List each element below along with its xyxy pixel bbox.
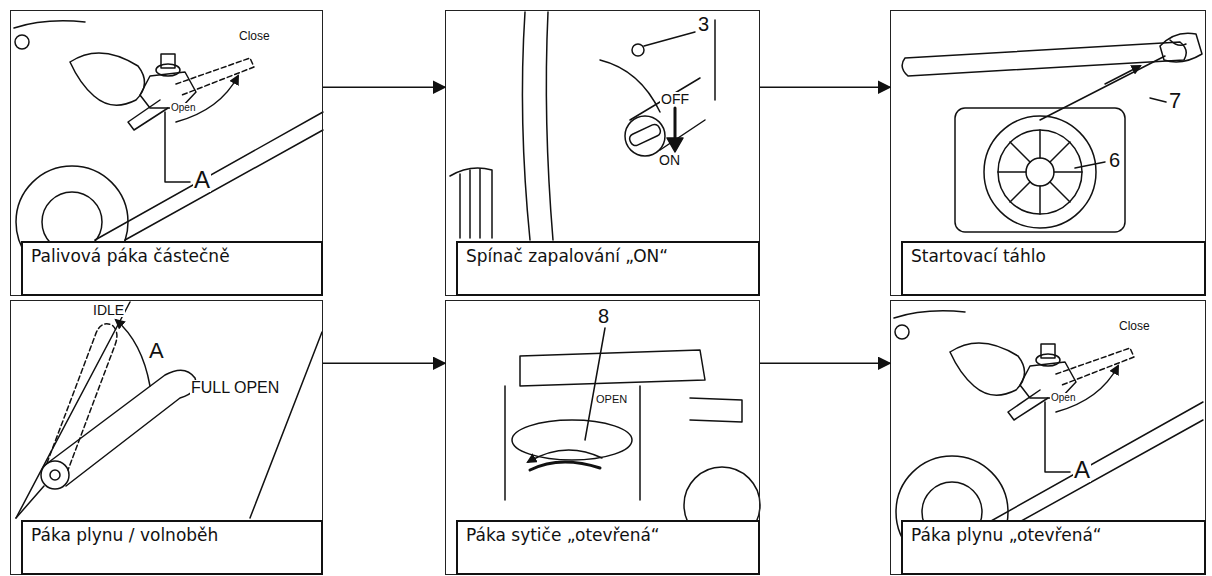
part-label: FULL OPEN [190, 380, 280, 396]
step-panel: Páka sytiče „otevřená“ [445, 300, 760, 575]
ignition-switch-drawing [714, 20, 716, 100]
step-caption: Spínač zapalování „ON“ [466, 246, 750, 267]
recoil-starter-drawing [1075, 162, 1105, 168]
throttle-lever-drawing [16, 302, 130, 518]
step-panel: Palivová páka částečně [10, 10, 323, 296]
recoil-starter-drawing [998, 130, 1082, 214]
step-panel: Páka plynu / volnoběh [10, 300, 323, 575]
caption-box: Palivová páka částečně [21, 241, 323, 296]
choke-lever-drawing [690, 398, 742, 422]
choke-lever-drawing [504, 386, 506, 500]
recoil-starter-drawing [955, 108, 1125, 232]
part-label: Open [170, 103, 196, 113]
recoil-starter-drawing [1039, 130, 1041, 158]
choke-lever-drawing [585, 328, 605, 440]
recoil-starter-drawing [902, 42, 1186, 76]
ignition-switch-drawing [469, 170, 471, 238]
ignition-switch-drawing [674, 108, 677, 140]
step-panel: Startovací táhlo [890, 10, 1206, 296]
throttle-lever-drawing [47, 324, 117, 470]
step-panel: Spínač zapalování „ON“ [445, 10, 760, 296]
recoil-starter-drawing [1054, 171, 1082, 173]
part-label: A [148, 340, 165, 362]
throttle-lever-drawing [16, 486, 44, 518]
caption-box: Startovací táhlo [901, 241, 1206, 296]
choke-lever-drawing [520, 350, 705, 386]
ignition-switch-drawing [479, 169, 481, 238]
caption-box: Spínač zapalování „ON“ [456, 241, 760, 296]
choke-lever-drawing [530, 462, 600, 470]
ignition-switch-drawing [522, 12, 530, 240]
ignition-switch-drawing [459, 174, 461, 238]
part-label: Close [1118, 320, 1151, 332]
step-caption: Páka plynu „otevřená“ [911, 525, 1196, 546]
caption-box: Páka plynu / volnoběh [21, 520, 323, 575]
step-arrow [760, 363, 890, 365]
throttle-lever-drawing [45, 370, 196, 486]
recoil-starter-drawing [1010, 182, 1030, 202]
caption-box: Páka sytiče „otevřená“ [456, 520, 760, 575]
part-label: IDLE [92, 303, 125, 317]
recoil-starter-drawing [1010, 142, 1030, 162]
part-label: OPEN [595, 394, 628, 405]
ignition-switch-drawing [450, 12, 715, 240]
step-caption: Páka plynu / volnoběh [31, 525, 313, 546]
choke-lever-drawing [505, 328, 760, 543]
recoil-starter-drawing [1050, 182, 1070, 202]
ignition-switch-drawing [660, 120, 705, 150]
step-caption: Páka sytiče „otevřená“ [466, 525, 750, 546]
part-label: Close [238, 30, 271, 42]
choke-lever-drawing [528, 450, 602, 462]
recoil-starter-drawing [902, 33, 1202, 232]
step-arrow [323, 86, 445, 88]
part-label: A [193, 168, 211, 192]
ignition-switch-drawing [644, 32, 695, 46]
recoil-starter-drawing [998, 171, 1026, 173]
part-label: ON [658, 153, 681, 167]
fuel-valve-drawing [14, 21, 323, 278]
recoil-starter-drawing [1170, 40, 1186, 45]
step-arrow [323, 363, 445, 365]
ignition-switch-drawing [667, 138, 683, 152]
recoil-starter-drawing [1150, 98, 1166, 102]
ignition-switch-drawing [450, 168, 492, 238]
callout-number: 3 [697, 14, 710, 34]
part-label: Open [1050, 393, 1076, 403]
step-caption: Startovací táhlo [911, 246, 1196, 267]
ignition-switch-drawing [600, 60, 660, 112]
step-panel: Páka plynu „otevřená“ [890, 300, 1206, 575]
step-caption: Palivová páka částečně [31, 246, 313, 267]
ignition-switch-drawing [630, 78, 700, 120]
throttle-lever-drawing [50, 470, 60, 480]
recoil-starter-drawing [1160, 33, 1202, 62]
ignition-switch-drawing [625, 116, 665, 156]
throttle-lever-drawing [116, 320, 150, 386]
part-label: OFF [660, 92, 690, 106]
caption-box: Páka plynu „otevřená“ [901, 520, 1206, 575]
recoil-starter-drawing [1040, 56, 1165, 120]
ignition-switch-drawing [628, 123, 662, 147]
step-arrow [760, 86, 890, 88]
ignition-switch-drawing [632, 44, 644, 56]
part-label: A [1073, 458, 1091, 482]
callout-number: 7 [1168, 90, 1182, 112]
ignition-switch-drawing [546, 12, 553, 240]
choke-lever-drawing [512, 420, 632, 460]
callout-number: 6 [1108, 150, 1121, 170]
recoil-starter-drawing [984, 116, 1096, 228]
callout-number: 8 [597, 306, 610, 326]
recoil-starter-drawing [1105, 66, 1140, 84]
recoil-starter-drawing [1039, 186, 1041, 214]
throttle-lever-drawing [16, 302, 322, 518]
choke-lever-drawing [639, 386, 641, 500]
throttle-lever-drawing [250, 332, 322, 518]
recoil-starter-drawing [1050, 142, 1070, 162]
